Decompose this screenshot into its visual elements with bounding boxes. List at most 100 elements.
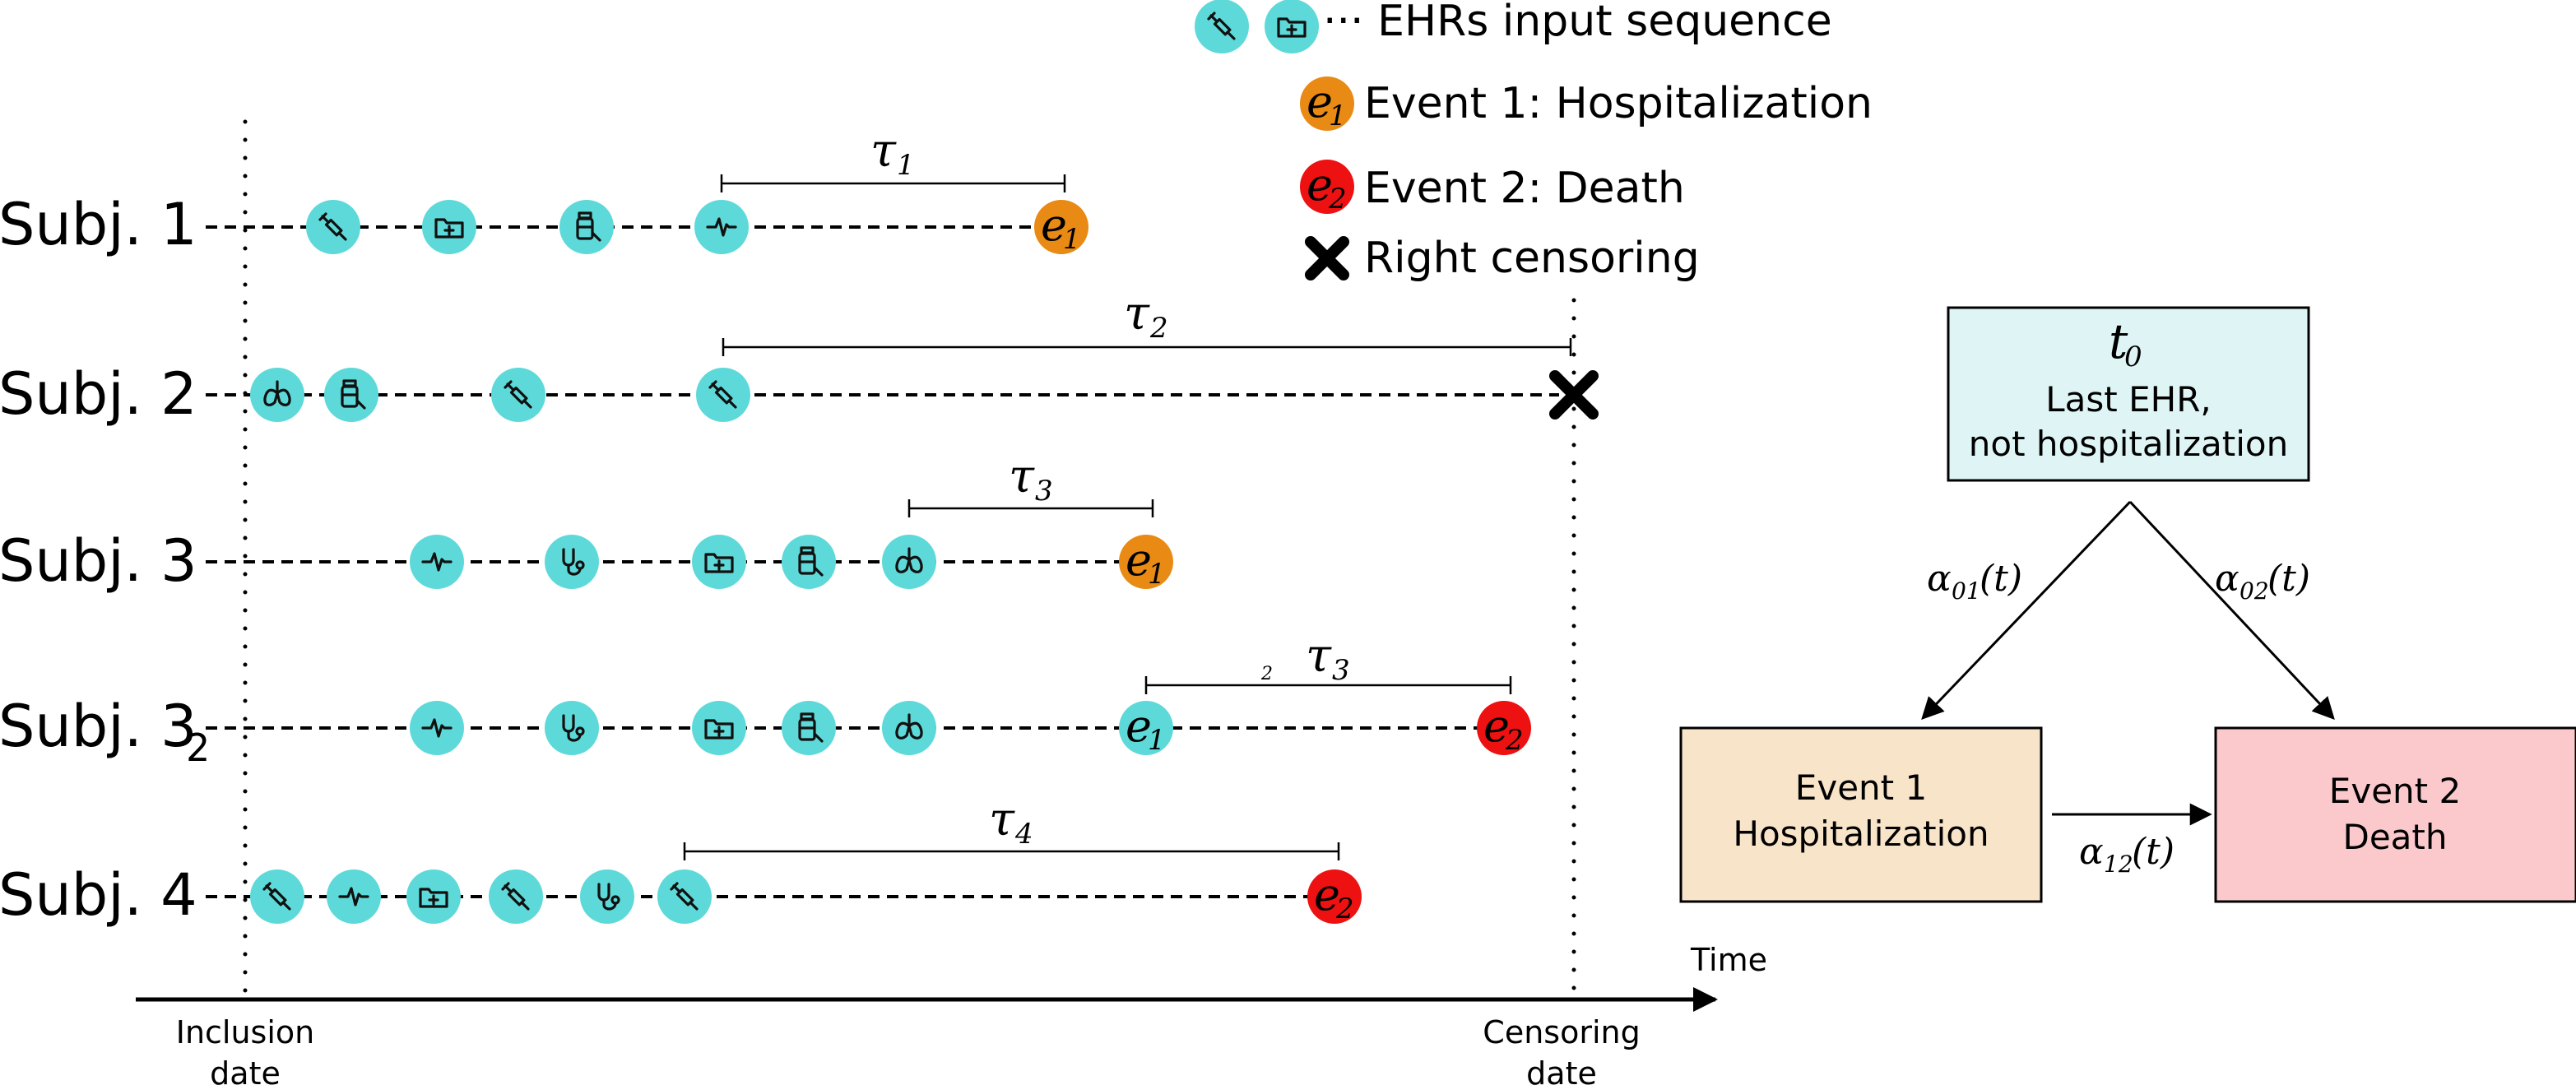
svg-text:2: 2 xyxy=(1505,724,1524,757)
tau-subscript: 2 xyxy=(1149,312,1168,345)
svg-text:02: 02 xyxy=(2239,577,2269,605)
svg-text:(t): (t) xyxy=(1980,558,2022,600)
subject-label: Subj. 3 xyxy=(0,693,197,760)
state-event2-box: Event 2 Death xyxy=(2214,726,2576,903)
svg-text:e: e xyxy=(1314,869,1340,920)
duration-bracket: τ 3 xyxy=(907,450,1154,517)
tau-subscript: 1 xyxy=(897,149,915,182)
subject-row-4: Subj. 4 e 2 τ 4 xyxy=(0,793,1362,929)
ehr-marker xyxy=(782,701,836,755)
legend-ehr-entry: ··· EHRs input sequence xyxy=(1195,0,1832,53)
subject-label: Subj. 3 xyxy=(0,527,197,595)
tau-subscript: 3 xyxy=(1035,475,1053,508)
ehr-marker xyxy=(694,200,749,254)
subject-row-2: Subj. 2 τ 2 xyxy=(0,287,1599,428)
ehr-marker xyxy=(327,869,381,924)
ehr-marker xyxy=(545,701,599,755)
duration-bracket: 2 τ 3 xyxy=(1144,629,1512,694)
legend: ··· EHRs input sequence e 1 Event 1: Hos… xyxy=(1195,0,1873,283)
duration-bracket: τ 1 xyxy=(720,124,1066,192)
svg-text:(t): (t) xyxy=(2132,831,2175,873)
t0-symbol: t xyxy=(2109,313,2128,369)
svg-text:e: e xyxy=(1307,159,1333,211)
legend-censor-label: Right censoring xyxy=(1364,234,1700,283)
svg-text:2: 2 xyxy=(1328,183,1347,216)
svg-text:1: 1 xyxy=(1148,724,1166,757)
legend-censor-entry: Right censoring xyxy=(1305,234,1700,283)
state-event1-box: Event 1 Hospitalization xyxy=(1679,726,2043,903)
ehr-marker xyxy=(422,200,476,254)
ehr-marker xyxy=(410,535,464,589)
subject-row-1: Subj. 1 e 1 τ 1 xyxy=(0,124,1088,258)
tau-symbol: τ xyxy=(989,793,1015,846)
ehr-marker xyxy=(250,869,304,924)
legend-ehr-label: ··· EHRs input sequence xyxy=(1323,0,1832,46)
tau-symbol: τ xyxy=(1306,629,1332,683)
ehr-marker xyxy=(882,535,936,589)
legend-event2-entry: e 2 Event 2: Death xyxy=(1300,159,1685,216)
ehr-marker xyxy=(580,869,634,924)
ehr-marker xyxy=(410,701,464,755)
svg-text:e: e xyxy=(1483,700,1510,752)
ehr-marker xyxy=(324,368,378,422)
event2-box-line2: Death xyxy=(2342,817,2447,857)
censoring-date-label-line2: date xyxy=(1526,1055,1597,1085)
event1-marker: e 1 xyxy=(1034,199,1088,256)
svg-text:α: α xyxy=(2079,831,2104,873)
legend-event1-entry: e 1 Event 1: Hospitalization xyxy=(1300,76,1873,132)
ehr-marker xyxy=(559,200,614,254)
inclusion-date-label-line1: Inclusion xyxy=(176,1014,315,1050)
legend-event1-label: Event 1: Hospitalization xyxy=(1364,79,1873,128)
inclusion-date-label-line2: date xyxy=(210,1055,281,1085)
alpha12-label: α 12 (t) xyxy=(2079,831,2175,878)
duration-bracket: τ 2 xyxy=(722,287,1572,356)
subject-row-3: Subj. 3 e 1 τ 3 xyxy=(0,450,1173,595)
svg-text:(t): (t) xyxy=(2267,558,2310,600)
event2-box-line1: Event 2 xyxy=(2329,771,2461,811)
transition-arrow-01 xyxy=(1921,500,2132,720)
ehr-marker xyxy=(692,535,746,589)
svg-text:2: 2 xyxy=(1335,893,1354,925)
duration-bracket: τ 4 xyxy=(683,793,1340,860)
tau-subscript: 3 xyxy=(1332,654,1350,687)
ehr-marker xyxy=(545,535,599,589)
tau-symbol: τ xyxy=(870,124,897,178)
event1-as-input-marker: e 1 xyxy=(1119,700,1173,757)
censoring-date-label-line1: Censoring xyxy=(1483,1014,1640,1050)
svg-text:01: 01 xyxy=(1952,577,1981,605)
tau-subscript: 4 xyxy=(1014,818,1033,851)
time-axis-label: Time xyxy=(1690,942,1767,978)
tau-symbol: τ xyxy=(1124,287,1150,341)
ehr-marker xyxy=(406,869,461,924)
alpha02-label: α 02 (t) xyxy=(2215,558,2310,605)
subject-label: Subj. 1 xyxy=(0,191,197,258)
transition-arrow-02 xyxy=(2128,500,2335,720)
ehr-marker xyxy=(489,869,543,924)
svg-text:e: e xyxy=(1126,534,1152,586)
svg-text:α: α xyxy=(2215,558,2239,600)
event1-box-line2: Hospitalization xyxy=(1733,814,1989,854)
ehr-marker xyxy=(882,701,936,755)
legend-event2-label: Event 2: Death xyxy=(1364,164,1685,213)
svg-text:1: 1 xyxy=(1063,223,1081,256)
tau-symbol: τ xyxy=(1009,450,1035,503)
svg-text:α: α xyxy=(1927,558,1952,600)
ehr-marker xyxy=(250,368,304,422)
state-t0-box: t 0 Last EHR, not hospitalization xyxy=(1947,306,2310,482)
svg-text:e: e xyxy=(1041,199,1067,251)
event2-marker: e 2 xyxy=(1477,700,1531,757)
event1-marker: e 1 xyxy=(1119,534,1173,591)
subject-row-3-2: Subj. 3 2 e 1 e 2 2 τ 3 xyxy=(0,629,1531,770)
ehr-marker xyxy=(692,701,746,755)
subject-label: Subj. 2 xyxy=(0,360,197,428)
subject-label: Subj. 4 xyxy=(0,861,197,929)
svg-text:12: 12 xyxy=(2104,851,2133,878)
ehr-marker xyxy=(782,535,836,589)
svg-text:e: e xyxy=(1307,76,1333,128)
tau-presuperscript: 2 xyxy=(1260,664,1273,684)
svg-text:1: 1 xyxy=(1148,558,1166,591)
t0-line2: not hospitalization xyxy=(1969,424,2288,464)
svg-text:1: 1 xyxy=(1329,100,1347,132)
event2-marker: e 2 xyxy=(1307,869,1362,925)
